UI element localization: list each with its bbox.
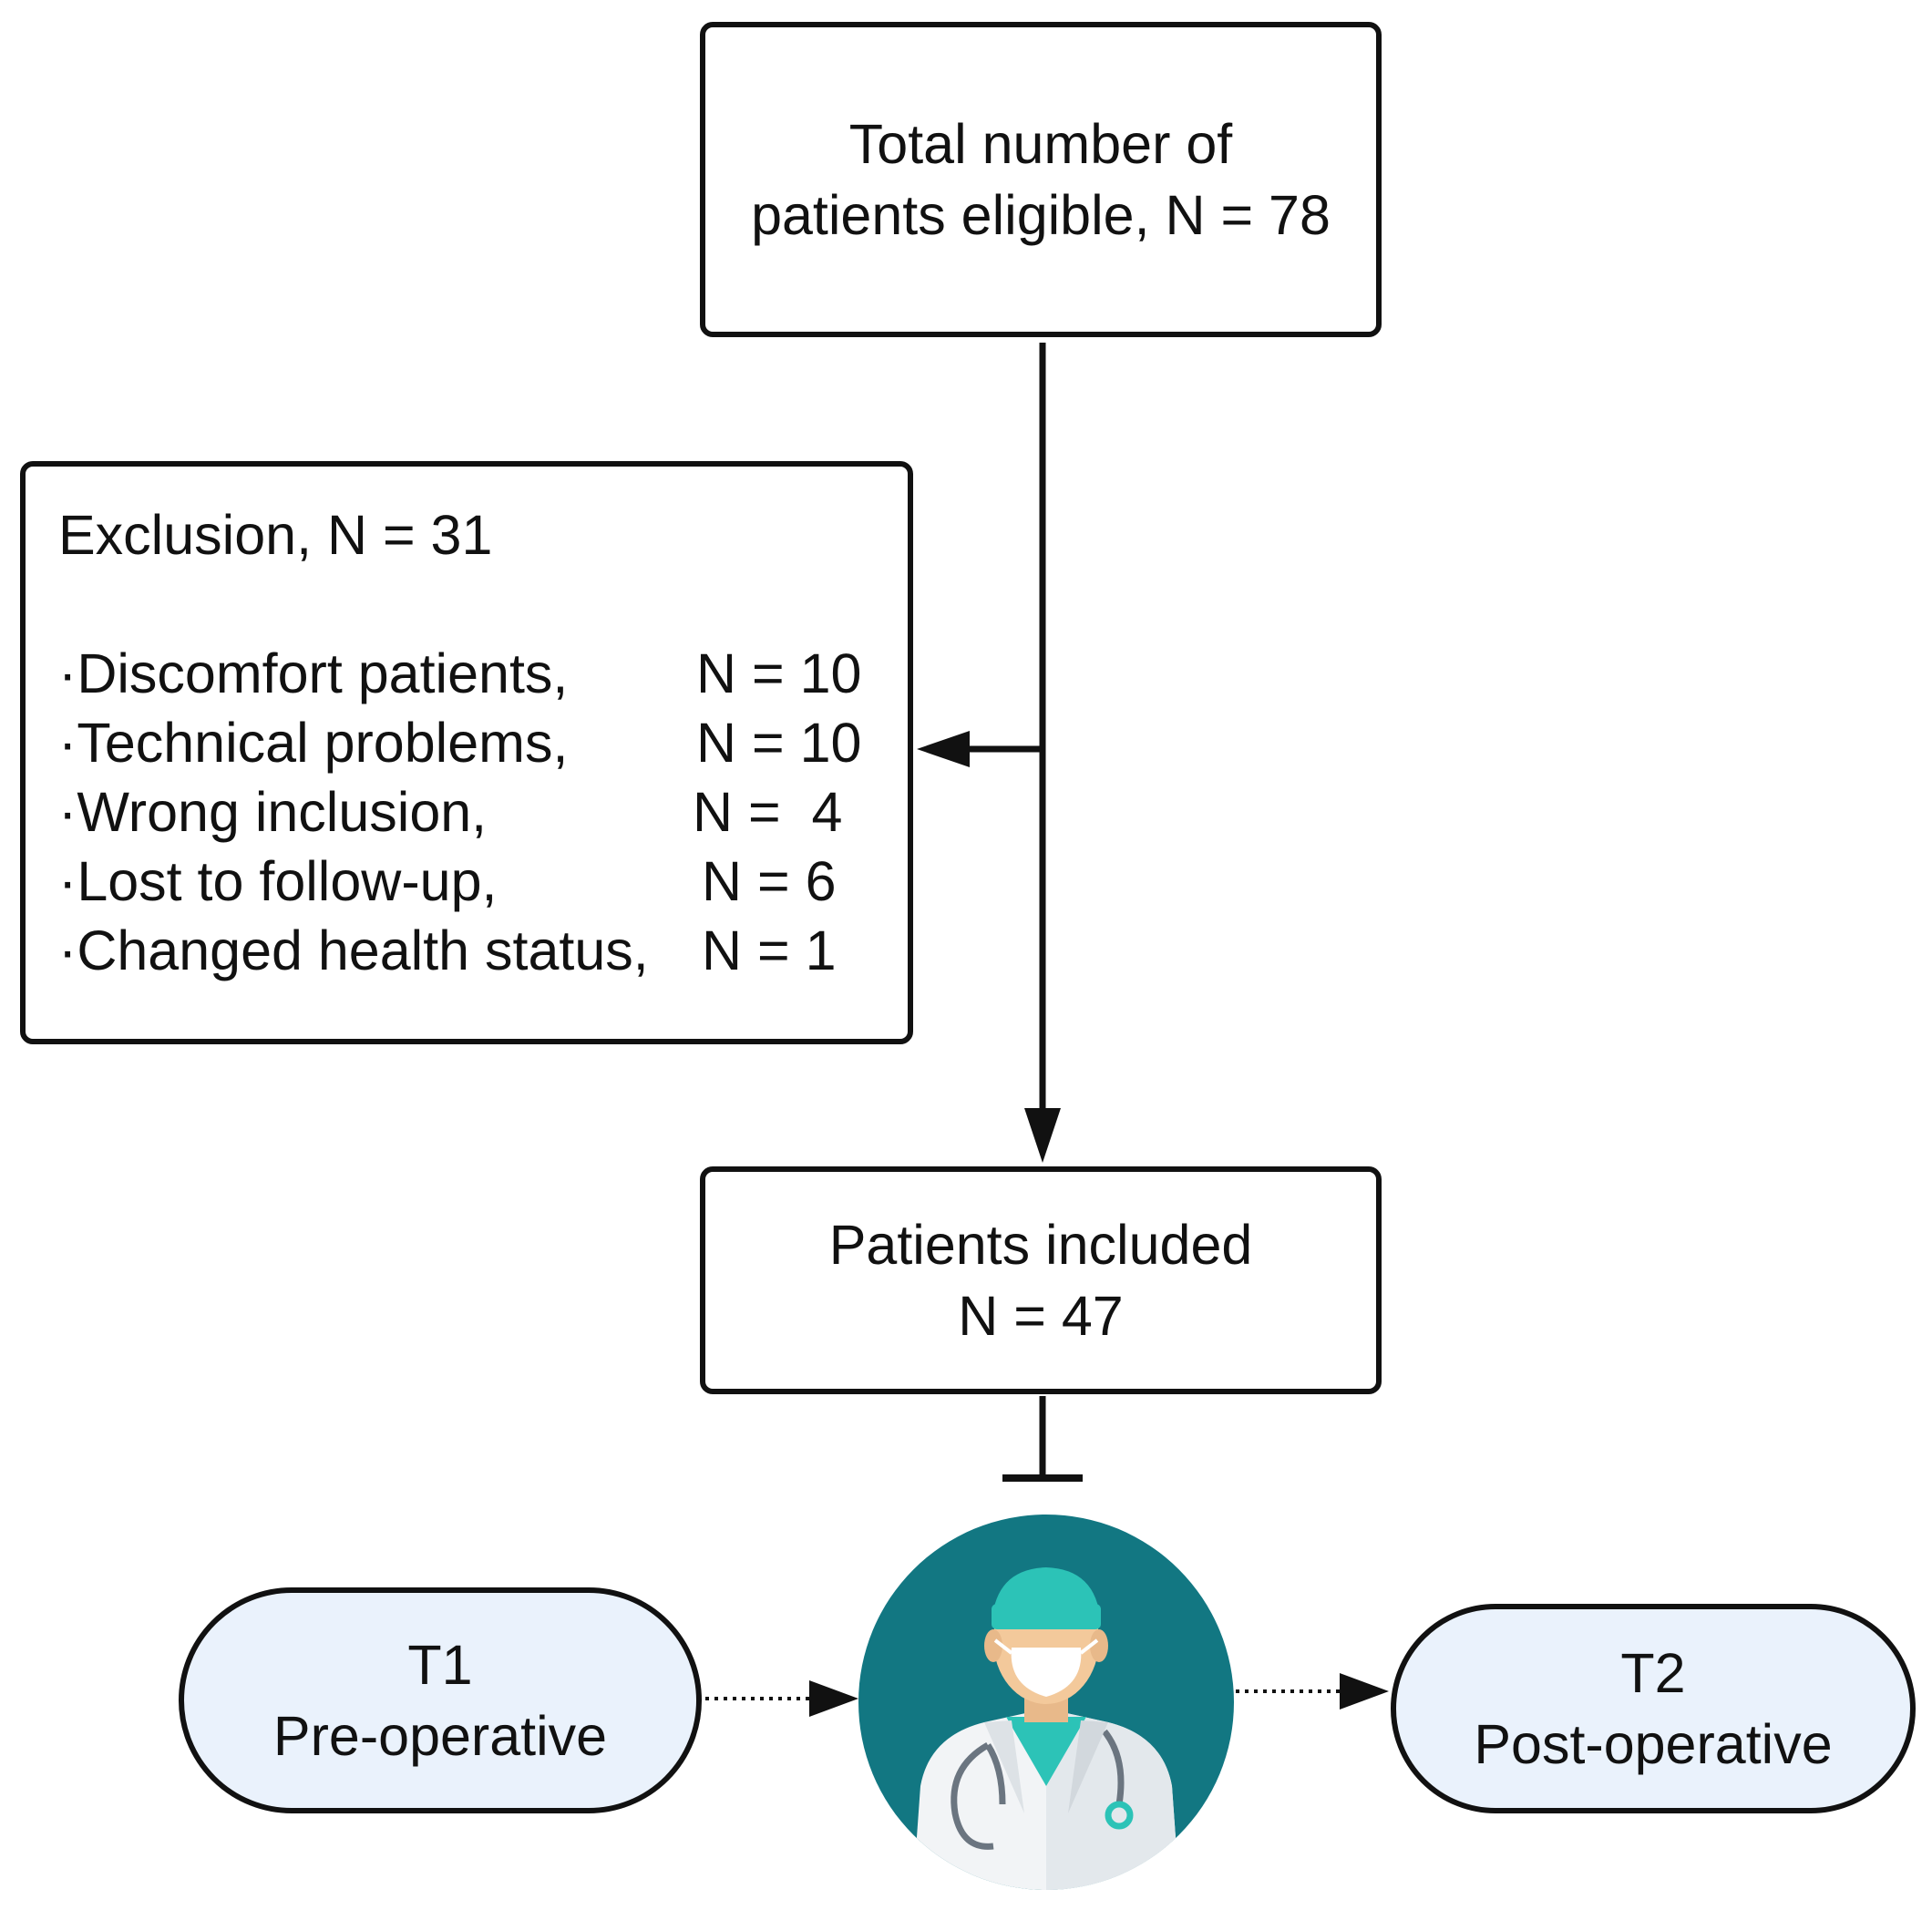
arrowhead-left [917,731,970,767]
t2-postoperative-node: T2 Post-operative [1391,1604,1916,1813]
exclusion-item-label: ·Technical problems, [58,712,569,774]
surgeon-avatar-icon [858,1515,1234,1890]
total-line-2: patients eligible, N = 78 [751,184,1331,246]
exclusion-item-count: N = 1 [702,919,837,981]
exclusion-item-count: N = 6 [702,850,837,912]
included-line-1: Patients included [828,1214,1253,1276]
exclusion-item-label: ·Wrong inclusion, [58,781,488,843]
exclusion-item-label: ·Changed health status, [58,919,649,981]
exclusion-item-count: N = 10 [696,642,862,704]
included-line-2: N = 47 [958,1285,1124,1347]
arrowhead-down [1024,1108,1061,1163]
t1-sublabel: Pre-operative [272,1705,608,1767]
exclusion-box: Exclusion, N = 31 ·Discomfort patients, … [20,461,913,1044]
exclusion-item-count: N = 10 [696,712,862,774]
arrowhead-right-t2 [1340,1673,1389,1710]
t2-sublabel: Post-operative [1474,1713,1833,1775]
t2-label: T2 [1620,1642,1686,1704]
total-line-1: Total number of [848,113,1233,175]
exclusion-item-label: ·Lost to follow-up, [58,850,498,912]
t1-label: T1 [407,1634,473,1696]
arrowhead-right-t1 [809,1680,858,1717]
total-eligible-box: Total number of patients eligible, N = 7… [700,22,1382,337]
patients-included-box: Patients included N = 47 [700,1166,1382,1394]
exclusion-item-label: ·Discomfort patients, [58,642,569,704]
t1-preoperative-node: T1 Pre-operative [179,1587,702,1813]
exclusion-item-count: N = 4 [693,781,843,843]
exclusion-title: Exclusion, N = 31 [58,504,493,566]
